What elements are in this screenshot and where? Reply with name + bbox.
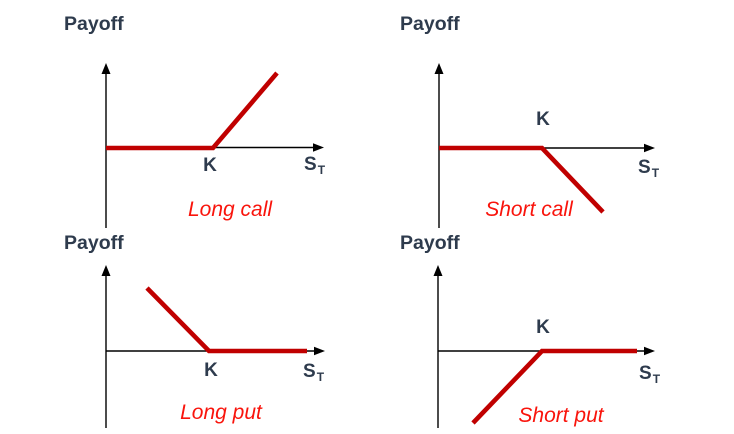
x-axis-label: ST [303,361,325,384]
x-axis-arrow-icon [313,143,324,152]
panel-long-put: Payoff K ST Long put [0,230,367,434]
panel-caption: Short put [518,404,604,427]
x-axis-label-base: S [638,157,651,178]
x-axis-label-subscript: T [316,370,325,384]
payoff-line [145,286,307,354]
strike-label: K [536,317,550,338]
x-axis-label-base: S [639,363,652,384]
strike-label: K [204,360,218,381]
payoff-line [106,71,279,151]
x-axis-label-subscript: T [317,163,326,177]
y-axis-arrow-icon [434,63,444,74]
x-axis-arrow-icon [644,143,655,153]
x-axis-label-base: S [304,154,317,175]
short-put-plot [433,265,655,428]
x-axis-label-subscript: T [651,166,660,180]
x-axis-arrow-icon [644,346,655,356]
x-axis-label: ST [638,157,660,180]
y-axis-title: Payoff [64,13,124,35]
panel-caption: Long put [180,401,262,424]
panel-long-call: Payoff K ST Long call [0,0,367,230]
panel-short-put: Payoff K ST Short put [367,230,734,434]
short-call-plot [434,63,655,228]
panel-caption: Short call [485,198,573,221]
payoff-line [471,348,637,425]
long-call-plot [101,63,324,228]
y-axis-title: Payoff [400,232,460,254]
y-axis-title: Payoff [400,13,460,35]
long-put-plot [101,265,325,428]
payoff-line [439,145,605,214]
y-axis-title: Payoff [64,232,124,254]
strike-label: K [203,155,217,176]
y-axis-arrow-icon [101,265,111,276]
panel-caption: Long call [187,198,273,221]
x-axis-label: ST [304,154,326,177]
panel-short-call: Payoff K ST Short call [367,0,734,230]
x-axis-arrow-icon [314,346,325,356]
y-axis-arrow-icon [433,265,443,276]
strike-label: K [536,109,550,130]
x-axis-label-subscript: T [652,372,661,386]
y-axis-arrow-icon [101,63,111,74]
x-axis-label-base: S [303,361,316,382]
x-axis-label: ST [639,363,661,386]
